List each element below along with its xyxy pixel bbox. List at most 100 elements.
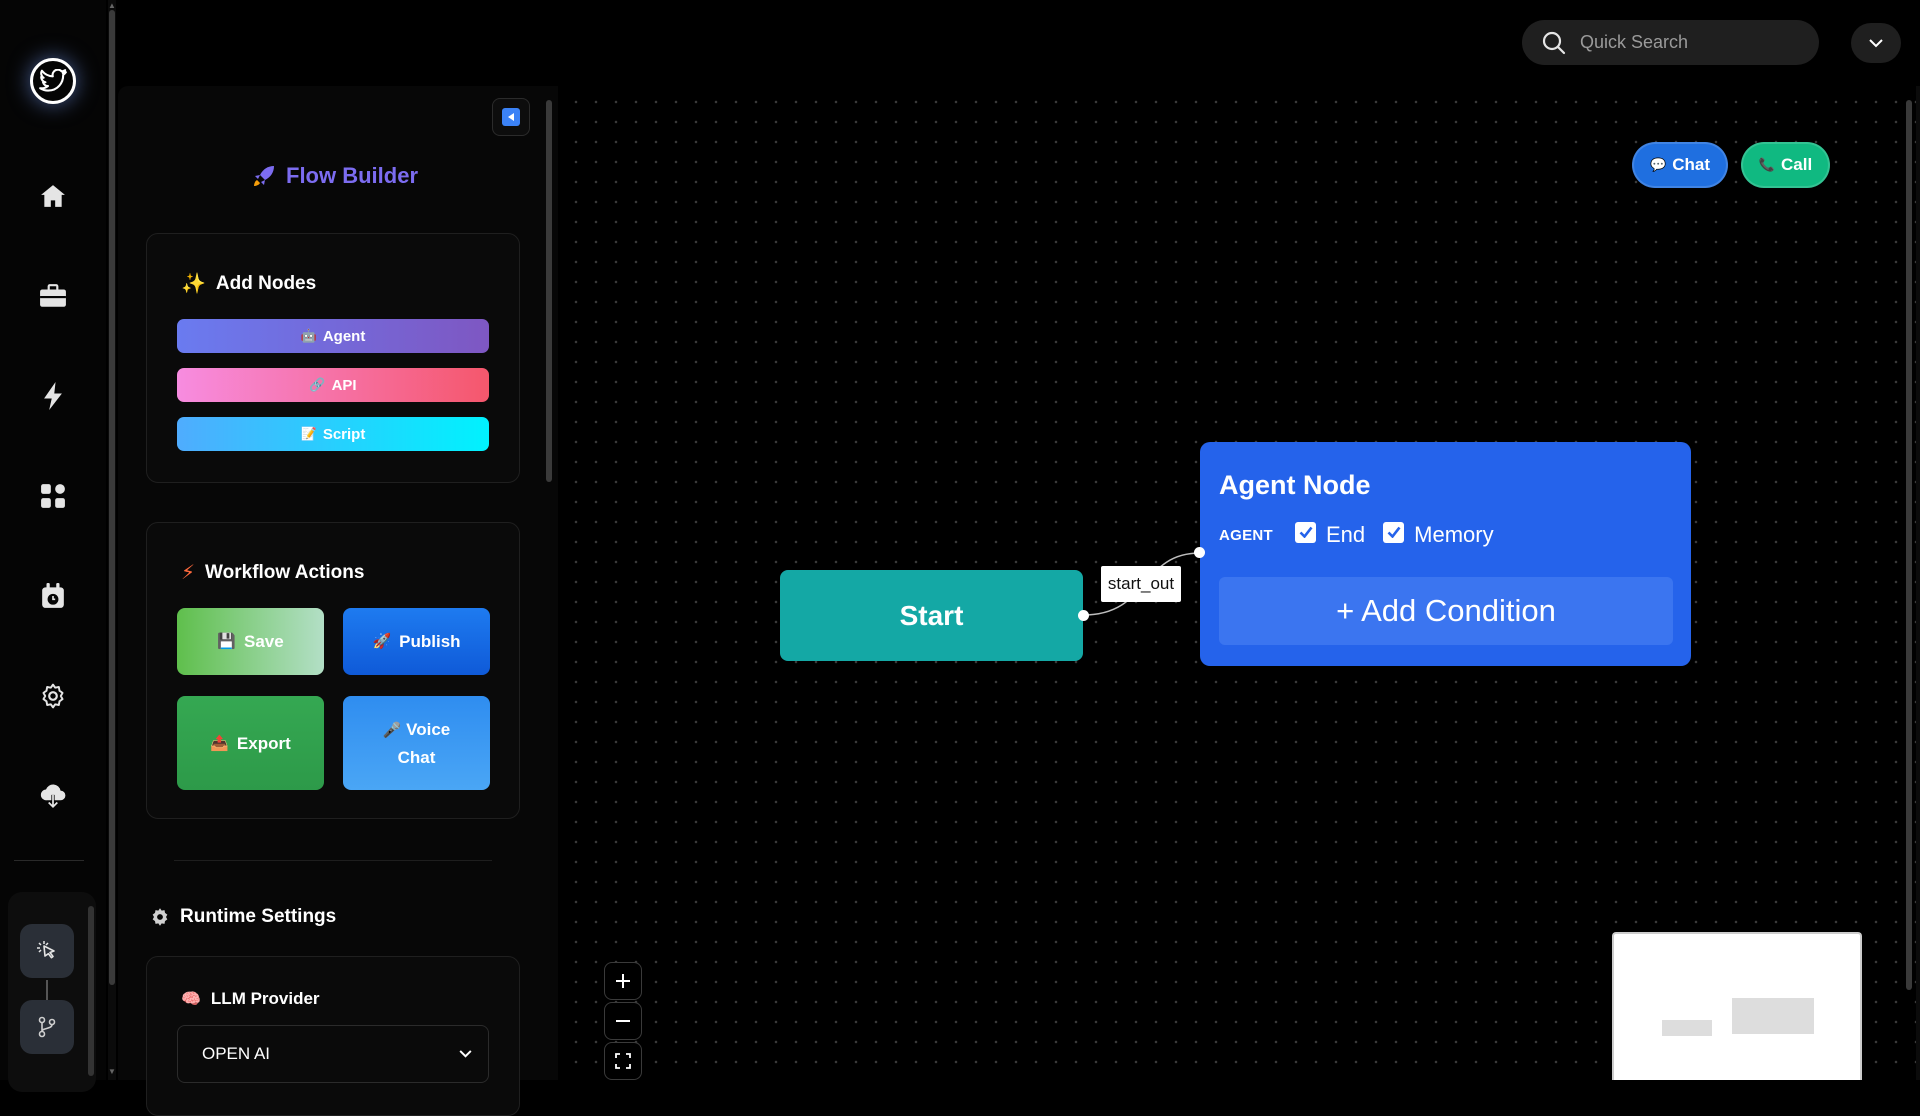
workflow-actions-card: ⚡ Workflow Actions 💾 Save 🚀 Publish 📤 Ex… [146,522,520,819]
panel-separator [174,860,492,861]
llm-provider-label: 🧠 LLM Provider [181,989,320,1009]
canvas-scrollbar[interactable] [1906,100,1912,990]
fit-view-button[interactable] [604,1042,642,1080]
llm-provider-value: OPEN AI [202,1044,271,1063]
agent-input-handle[interactable] [1194,547,1205,558]
save-label: Save [243,632,284,651]
edge-label-text: start_out [1107,574,1175,593]
rail-scrollbar[interactable]: ▲ ▼ [108,0,116,1080]
rocket-icon: 🚀 [372,633,392,650]
memory-checkbox[interactable] [1383,521,1405,543]
scroll-down-arrow-icon[interactable]: ▼ [108,1067,116,1076]
agent-type-tag: AGENT [1219,526,1273,544]
rocket-icon [254,166,274,186]
add-api-node-button[interactable]: 🔗 API [177,368,489,402]
tool-connector-line [46,980,48,1000]
runtime-settings-title: Runtime Settings [150,906,336,928]
export-icon: 📤 [210,734,229,752]
briefcase-icon[interactable] [37,280,69,312]
checkmark-icon [1299,526,1313,538]
voice-chat-label: Voice Chat [397,719,451,767]
robot-icon: 🤖 [300,328,317,343]
phone-icon: 📞 [1758,157,1775,172]
publish-button[interactable]: 🚀 Publish [343,608,490,675]
lightning-icon[interactable] [37,380,69,412]
microphone-icon: 🎤 [382,721,402,739]
speech-bubble-icon: 💬 [1650,157,1667,172]
bird-logo-icon[interactable] [30,58,76,104]
panel-title: Flow Builder [252,163,418,189]
add-script-node-button[interactable]: 📝 Script [177,417,489,451]
runtime-settings-title-text: Runtime Settings [180,906,337,927]
add-agent-node-button[interactable]: 🤖 Agent [177,319,489,353]
call-button[interactable]: 📞 Call [1741,142,1830,188]
apps-grid-icon[interactable] [37,480,69,512]
llm-provider-label-text: LLM Provider [210,989,320,1008]
panel-scrollbar[interactable] [544,88,554,1080]
voice-chat-button[interactable]: 🎤 Voice Chat [343,696,490,790]
brain-icon: 🧠 [181,991,201,1008]
add-api-node-label: API [331,376,357,394]
zoom-in-button[interactable] [604,962,642,1000]
canvas-scroll-track [1916,86,1920,1080]
lightning-icon: ⚡ [181,562,196,584]
home-icon[interactable] [37,180,69,212]
gear-icon [152,908,168,926]
plus-icon [616,974,630,988]
voice-chat-content: 🎤 Voice Chat [373,716,460,771]
minimap-agent-node [1732,998,1814,1034]
add-nodes-title: ✨ Add Nodes [181,271,316,296]
start-output-handle[interactable] [1078,610,1089,621]
panel-scrollbar-thumb[interactable] [546,100,552,482]
cloud-download-icon[interactable] [37,780,69,812]
minimap[interactable] [1612,932,1862,1080]
collapse-left-icon [502,108,520,126]
export-button[interactable]: 📤 Export [177,696,324,790]
minus-icon [616,1020,630,1022]
chat-button[interactable]: 💬 Chat [1632,142,1728,188]
agent-node[interactable]: Agent Node AGENT End Memory + Add Condit… [1200,442,1691,666]
zoom-out-button[interactable] [604,1002,642,1040]
add-nodes-card: ✨ Add Nodes 🤖 Agent 🔗 API 📝 Script [146,233,520,483]
nav-rail [0,0,106,1092]
workflow-actions-title: ⚡ Workflow Actions [181,560,364,585]
call-label: Call [1781,155,1813,174]
quick-search[interactable] [1522,20,1819,65]
memory-label: Memory [1414,522,1494,547]
llm-provider-card: 🧠 LLM Provider OPEN AI [146,956,520,1116]
pointer-select-tool-button[interactable] [20,924,74,978]
rail-scrollbar-thumb[interactable] [109,10,115,985]
canvas-tools-panel [8,892,96,1092]
end-checkbox[interactable] [1295,521,1316,543]
link-icon: 🔗 [309,377,326,392]
branch-tool-button[interactable] [20,1000,74,1054]
add-script-node-label: Script [322,425,366,443]
collapse-panel-button[interactable] [492,98,530,136]
rail-divider [14,860,84,861]
calendar-clock-icon[interactable] [37,580,69,612]
settings-gear-icon[interactable] [37,680,69,712]
add-agent-node-label: Agent [322,327,366,345]
account-dropdown-button[interactable] [1851,23,1901,63]
chat-label: Chat [1672,155,1710,174]
add-condition-button[interactable]: + Add Condition [1219,577,1673,645]
edge-label[interactable]: start_out [1101,566,1181,602]
end-label: End [1326,522,1366,547]
start-node[interactable]: Start [780,570,1083,661]
floppy-disk-icon: 💾 [217,633,236,650]
fit-view-icon [615,1053,631,1069]
export-label: Export [236,733,291,753]
search-icon [1542,31,1566,54]
workflow-actions-title-text: Workflow Actions [205,561,365,583]
chevron-down-icon [459,1050,472,1058]
search-input[interactable] [1580,32,1800,53]
llm-provider-select[interactable]: OPEN AI [177,1025,489,1083]
checkmark-icon [1387,526,1401,538]
save-button[interactable]: 💾 Save [177,608,324,675]
tools-scrollbar[interactable] [88,906,94,1076]
agent-node-options: AGENT End Memory [1219,521,1512,548]
panel-title-text: Flow Builder [286,163,418,188]
minimap-start-node [1662,1020,1712,1036]
scroll-up-arrow-icon[interactable]: ▲ [108,1,116,10]
start-node-label: Start [899,599,964,631]
